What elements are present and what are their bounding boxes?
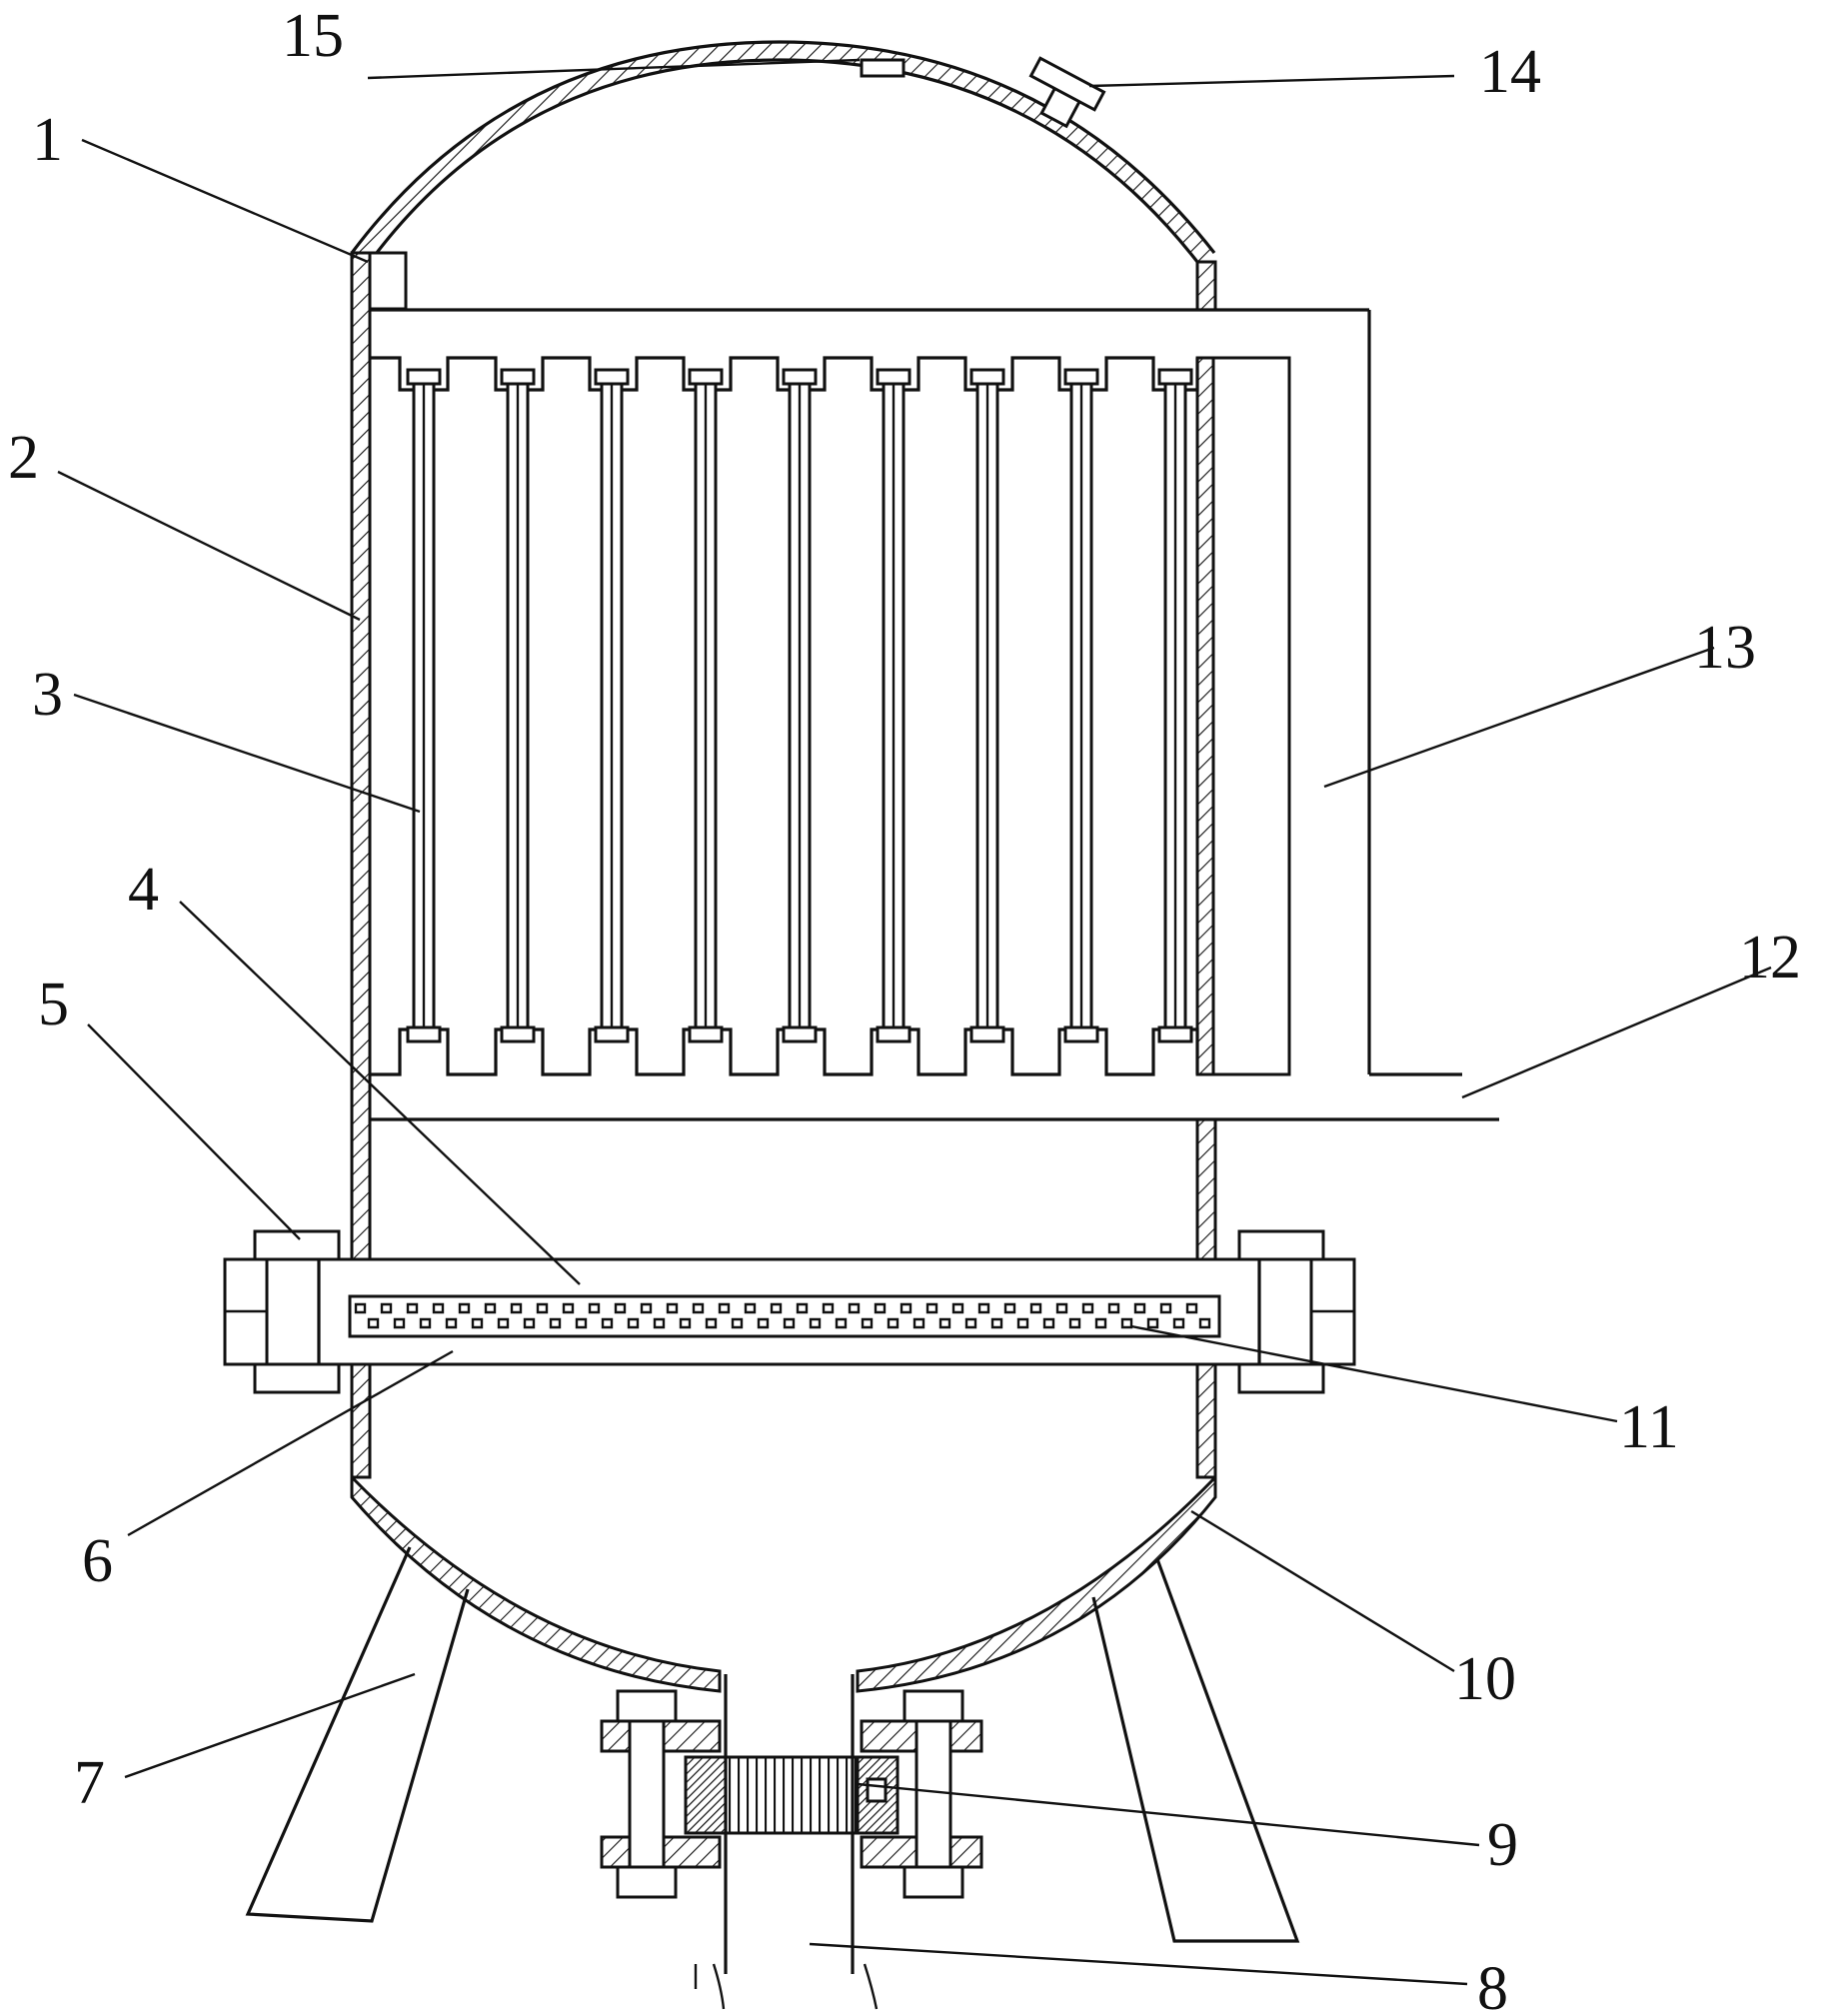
callout-11: 11 [1619, 1393, 1679, 1461]
part-13-filter-frame [370, 308, 1499, 1121]
callout-3: 3 [32, 661, 63, 729]
callout-2: 2 [8, 424, 39, 492]
callout-6: 6 [82, 1527, 113, 1595]
callout-14: 14 [1479, 38, 1541, 106]
callout-15: 15 [282, 2, 344, 70]
callout-8: 8 [1477, 1955, 1508, 2016]
cartridge [406, 368, 442, 1043]
part-3-filter-cartridges [406, 368, 1193, 1043]
callout-13: 13 [1694, 614, 1756, 682]
part-9-coupling [600, 1689, 983, 1899]
cartridge [782, 368, 818, 1043]
cartridge [969, 368, 1005, 1043]
leader-lines [57, 58, 1772, 1986]
callout-7: 7 [74, 1749, 105, 1817]
cartridge [1157, 368, 1193, 1043]
callout-1: 1 [32, 106, 63, 174]
part-11-sieve-plate [348, 1294, 1221, 1338]
callout-9: 9 [1487, 1811, 1518, 1879]
part-15-top-fitting [860, 58, 906, 78]
cartridge [688, 368, 724, 1043]
cartridge [594, 368, 630, 1043]
part-8-outlet-pipe [694, 1674, 879, 2010]
callout-12: 12 [1739, 924, 1801, 992]
callout-labels: 15 14 1 2 3 13 4 5 12 11 6 10 7 9 8 [8, 2, 1801, 2016]
callout-4: 4 [128, 856, 159, 924]
part-1-block [368, 251, 408, 311]
callout-10: 10 [1454, 1645, 1516, 1713]
cartridge [876, 368, 912, 1043]
cartridge [1063, 368, 1099, 1043]
cartridge [500, 368, 536, 1043]
part-7-legs [245, 1546, 1300, 1943]
callout-5: 5 [38, 971, 69, 1038]
part-14-valve [1028, 56, 1106, 129]
